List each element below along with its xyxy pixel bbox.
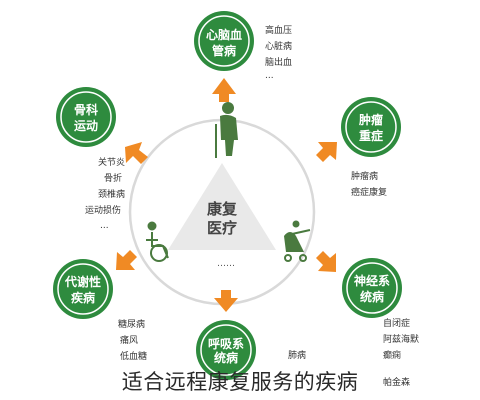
left-item: 颈椎病 xyxy=(98,188,125,200)
bl-item: 痛风 xyxy=(120,334,138,346)
bottom-item: 肺病 xyxy=(288,349,306,361)
center-ellipsis: …… xyxy=(217,259,235,269)
left-item: 关节炎 xyxy=(98,156,125,168)
bl-item: 糖尿病 xyxy=(118,318,145,330)
node-top-line2: 管病 xyxy=(212,43,236,58)
node-right-line2: 重症 xyxy=(359,128,383,143)
br-item: 自闭症 xyxy=(383,317,410,329)
br-item: 帕金森 xyxy=(383,376,410,388)
top-item: 脑出血 xyxy=(265,56,292,68)
node-right-line1: 肿瘤 xyxy=(359,112,383,127)
node-bl-line1: 代谢性 xyxy=(64,274,101,289)
node-bottom-line1: 呼吸系 xyxy=(208,336,244,351)
node-bottom-line2: 统病 xyxy=(214,350,238,365)
node-left-line2: 运动 xyxy=(74,119,98,133)
left-item: 骨折 xyxy=(104,172,122,184)
node-bl-line2: 疾病 xyxy=(71,290,95,305)
arrow-up-icon xyxy=(212,78,236,102)
br-item: 癫痫 xyxy=(383,349,401,361)
node-left: 骨科 运动 xyxy=(56,87,116,147)
node-left-line1: 骨科 xyxy=(74,102,98,117)
wheelchair-icon xyxy=(146,221,169,262)
node-br-line2: 统病 xyxy=(360,289,384,304)
left-item: ... xyxy=(100,221,109,231)
node-bottom-right: 神经系 统病 xyxy=(342,258,402,318)
right-item: 癌症康复 xyxy=(351,186,387,198)
arrow-downright-icon xyxy=(316,251,336,272)
elderly-person-icon xyxy=(215,102,238,158)
arrow-downleft-icon xyxy=(116,250,137,270)
stroller-icon xyxy=(284,220,311,262)
arrow-down-icon xyxy=(214,290,238,312)
arrow-upleft-icon xyxy=(125,142,148,164)
top-item: ... xyxy=(265,71,274,81)
center-title-line2: 医疗 xyxy=(207,219,237,237)
bl-item: 低血糖 xyxy=(120,350,147,362)
node-top-line1: 心脑血 xyxy=(206,27,242,42)
center-title-line1: 康复 xyxy=(207,200,238,218)
node-bottom: 呼吸系 统病 xyxy=(196,320,256,380)
top-item: 心脏病 xyxy=(265,40,292,52)
right-item: 肿瘤病 xyxy=(351,170,378,182)
arrow-upright-icon xyxy=(316,142,337,162)
node-bottom-left: 代谢性 疾病 xyxy=(53,259,113,319)
node-top: 心脑血 管病 xyxy=(194,11,254,71)
top-item: 高血压 xyxy=(265,24,292,36)
node-br-line1: 神经系 xyxy=(354,273,390,288)
br-item: 阿兹海默 xyxy=(383,333,419,345)
left-item: 运动损伤 xyxy=(85,204,121,216)
caption: 适合远程康复服务的疾病 xyxy=(121,370,359,394)
node-right: 肿瘤 重症 xyxy=(341,97,401,157)
center-triangle xyxy=(168,163,276,250)
